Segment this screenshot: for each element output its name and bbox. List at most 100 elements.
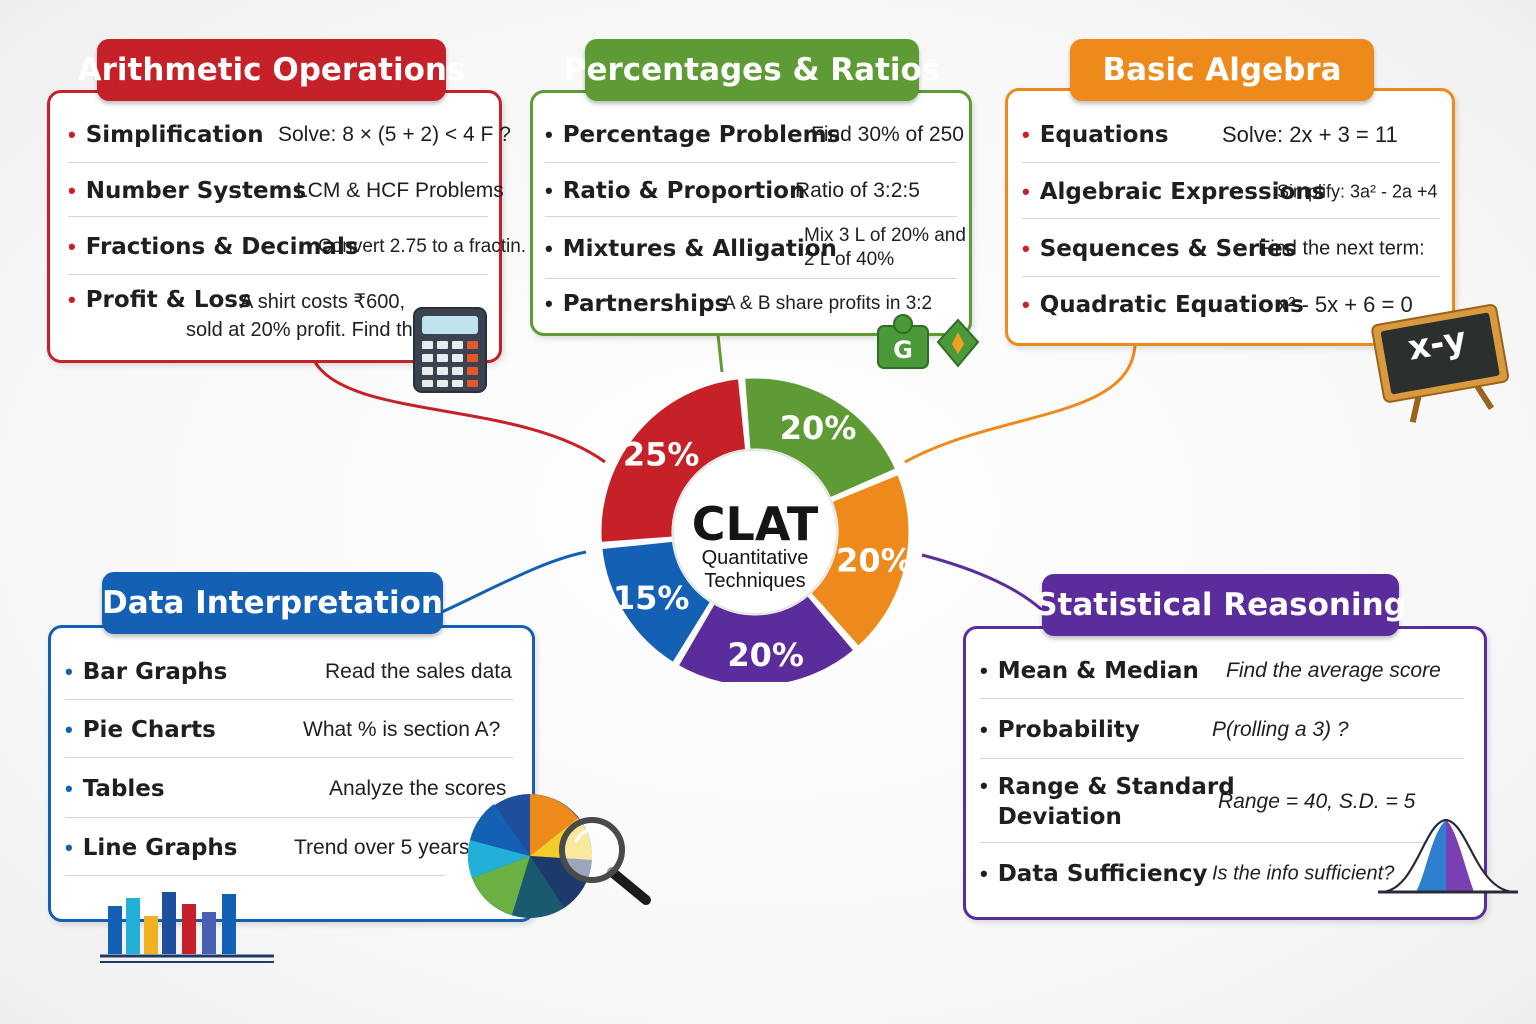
- example-range-sd: Range = 40, S.D. = 5: [1218, 789, 1416, 813]
- bar-chart-icon: [98, 884, 278, 971]
- svg-text:G: G: [893, 336, 913, 364]
- example-data-sufficiency: Is the info sufficient?: [1212, 862, 1395, 885]
- center-title: CLAT: [692, 497, 819, 551]
- list-item: • Quadratic Equations x² - 5x + 6 = 0: [1022, 292, 1413, 318]
- topic-bar-graphs: Bar Graphs: [82, 658, 228, 685]
- topic-line-graphs: Line Graphs: [82, 834, 238, 861]
- center-subtitle-line1: Quantitative: [702, 547, 809, 569]
- example-algebraic-expressions: Simplify: 3a² - 2a +4: [1277, 181, 1438, 201]
- connector-arithmetic: [313, 361, 606, 464]
- calculator-icon: [412, 306, 488, 399]
- topic-tables: Tables: [82, 775, 165, 802]
- example-pie-charts: What % is section A?: [303, 717, 501, 741]
- list-item: • Sequences & Series Find the next term:: [1022, 221, 1440, 277]
- list-item: • Percentage Problems Find 30% of 250: [545, 107, 964, 163]
- statistical-panel: • Mean & Median Find the average score •…: [963, 626, 1487, 920]
- example-sequences: Find the next term:: [1258, 237, 1425, 259]
- donut-hole: [672, 449, 838, 615]
- list-item: • Ratio & Proportion Ratio of 3:2:5: [545, 165, 957, 217]
- bell-curve-icon: [1376, 814, 1520, 903]
- list-item: • Number Systems LCM & HCF Problems: [68, 165, 504, 217]
- statistical-header: Statistical Reasoning: [1035, 574, 1406, 636]
- list-item: • Profit & Loss A shirt costs ₹600, sold…: [68, 287, 460, 341]
- arithmetic-title: Arithmetic Operations: [77, 52, 466, 88]
- example-partnerships: A & B share profits in 3:2: [723, 293, 933, 314]
- topic-mixtures: Mixtures & Alligation: [562, 235, 837, 262]
- percentages-header: Percentages & Ratios: [564, 39, 940, 101]
- donut-label-1: 25%: [623, 435, 700, 473]
- donut-label-5: 15%: [613, 579, 690, 617]
- topic-profit-loss: Profit & Loss: [85, 287, 252, 313]
- example-simplification: Solve: 8 × (5 + 2) < 4 F ?: [278, 122, 511, 146]
- example-mixtures-line1: Mix 3 L of 20% and: [804, 225, 966, 246]
- example-profit-loss-line2: sold at 20% profit. Find the SP.: [186, 319, 460, 341]
- data-interpretation-header: Data Interpretation: [102, 572, 443, 634]
- example-line-graphs: Trend over 5 years: [294, 835, 470, 859]
- pie-chart-magnifier-icon: [464, 790, 656, 929]
- donut-label-2: 20%: [780, 409, 857, 447]
- list-item: • Tables Analyze the scores: [65, 760, 513, 818]
- list-item: • Equations Solve: 2x + 3 = 11: [1022, 107, 1440, 163]
- percentages-title: Percentages & Ratios: [563, 52, 941, 88]
- topic-percentage-problems: Percentage Problems: [562, 121, 841, 148]
- arithmetic-panel: • Simplification Solve: 8 × (5 + 2) < 4 …: [47, 90, 526, 363]
- example-quadratic: x² - 5x + 6 = 0: [1277, 292, 1413, 317]
- example-percentage: Find 30% of 250: [811, 122, 964, 146]
- list-item: • Simplification Solve: 8 × (5 + 2) < 4 …: [68, 107, 511, 163]
- list-item: • Mean & Median Find the average score: [980, 643, 1464, 699]
- algebra-title: Basic Algebra: [1102, 52, 1342, 88]
- puzzle-icon: G: [874, 312, 988, 377]
- example-tables: Analyze the scores: [329, 776, 507, 800]
- topic-range-sd-line2: Deviation: [997, 803, 1122, 830]
- donut-label-3: 20%: [836, 542, 913, 580]
- example-fractions: Convert 2.75 to a fractin.: [318, 235, 527, 257]
- topic-data-sufficiency: Data Sufficiency: [997, 861, 1208, 887]
- topic-partnerships: Partnerships: [562, 291, 729, 317]
- topic-quadratic: Quadratic Equations: [1039, 292, 1304, 318]
- connector-algebra: [904, 344, 1137, 464]
- center-subtitle-line2: Techniques: [704, 570, 805, 592]
- algebra-panel: • Equations Solve: 2x + 3 = 11 • Algebra…: [1005, 88, 1455, 346]
- connector-statistical: [921, 553, 1044, 612]
- data-interpretation-panel: • Bar Graphs Read the sales data • Pie C…: [48, 625, 535, 922]
- example-equations: Solve: 2x + 3 = 11: [1222, 121, 1398, 147]
- list-item: • Range & Standard Deviation Range = 40,…: [980, 761, 1464, 843]
- list-item: • Probability P(rolling a 3) ?: [980, 701, 1464, 759]
- example-mixtures-line2: 2 L of 40%: [804, 249, 895, 270]
- topic-sequences: Sequences & Series: [1039, 235, 1297, 262]
- topic-fractions: Fractions & Decimals: [85, 233, 359, 260]
- arithmetic-header: Arithmetic Operations: [78, 39, 465, 101]
- topic-equations: Equations: [1039, 121, 1169, 148]
- center-donut-chart: 25% 20% 20% 20% 15% CLAT Quantitative Techni…: [598, 375, 913, 682]
- connector-percentages: [716, 334, 724, 373]
- chalkboard-icon: x-y: [1371, 304, 1514, 425]
- example-probability: P(rolling a 3) ?: [1212, 717, 1349, 741]
- topic-simplification: Simplification: [85, 121, 264, 148]
- statistical-title: Statistical Reasoning: [1035, 587, 1406, 623]
- list-item: • Mixtures & Alligation Mix 3 L of 20% a…: [545, 219, 966, 279]
- data-interpretation-title: Data Interpretation: [102, 585, 443, 621]
- list-item: • Algebraic Expressions Simplify: 3a² - …: [1022, 165, 1440, 219]
- list-item: • Line Graphs Trend over 5 years: [65, 820, 469, 876]
- topic-number-systems: Number Systems: [85, 177, 307, 204]
- list-item: • Partnerships A & B share profits in 3:…: [545, 291, 933, 317]
- list-item: • Fractions & Decimals Convert 2.75 to a…: [68, 219, 526, 275]
- example-mean-median: Find the average score: [1226, 658, 1441, 682]
- topic-mean-median: Mean & Median: [997, 657, 1199, 684]
- topic-probability: Probability: [997, 716, 1140, 743]
- donut-label-4: 20%: [727, 636, 804, 674]
- list-item: • Data Sufficiency Is the info sufficien…: [980, 861, 1395, 887]
- example-ratio: Ratio of 3:2:5: [795, 178, 920, 202]
- example-profit-loss-line1: A shirt costs ₹600,: [240, 291, 406, 313]
- topic-ratio-proportion: Ratio & Proportion: [562, 177, 806, 204]
- topic-pie-charts: Pie Charts: [82, 716, 216, 743]
- percentages-panel: • Percentage Problems Find 30% of 250 • …: [530, 90, 972, 336]
- example-bar-graphs: Read the sales data: [325, 659, 512, 683]
- topic-range-sd-line1: Range & Standard: [997, 773, 1235, 800]
- example-number-systems: LCM & HCF Problems: [296, 178, 504, 202]
- topic-algebraic-expressions: Algebraic Expressions: [1039, 178, 1326, 205]
- list-item: • Pie Charts What % is section A?: [65, 702, 513, 758]
- algebra-header: Basic Algebra: [1070, 39, 1374, 101]
- list-item: • Bar Graphs Read the sales data: [65, 644, 513, 700]
